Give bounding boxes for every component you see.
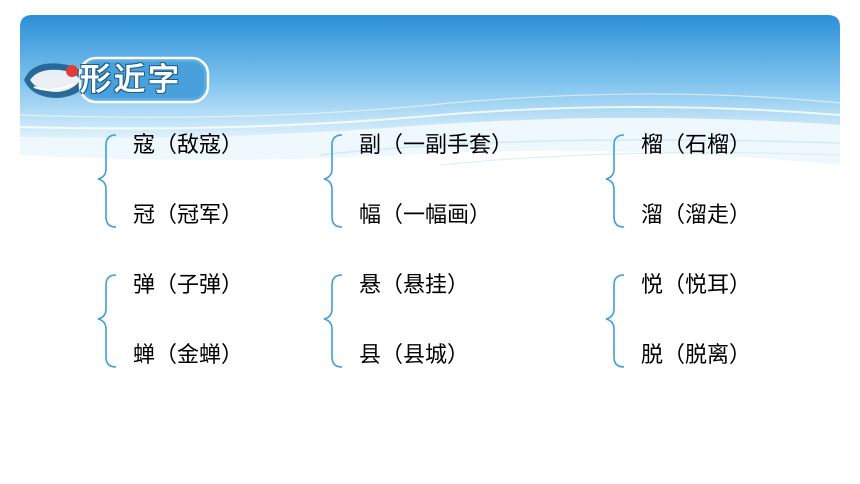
word-top: 弹（子弹） — [133, 273, 244, 298]
word-bottom: 溜（溜走） — [641, 203, 752, 228]
word-bottom: 蝉（金蝉） — [133, 343, 244, 368]
word-group: 榴（石榴） 溜（溜走） — [604, 131, 834, 231]
word-group: 寇（敌寇） 冠（冠军） — [96, 131, 326, 231]
brace-icon — [97, 134, 117, 228]
word-bottom: 脱（脱离） — [641, 343, 752, 368]
badge-decoration — [24, 56, 210, 104]
word-group: 悦（悦耳） 脱（脱离） — [604, 271, 834, 371]
word-group: 悬（悬挂） 县（县城） — [322, 271, 552, 371]
brace-icon — [605, 134, 625, 228]
word-top: 悬（悬挂） — [359, 273, 470, 298]
word-top: 寇（敌寇） — [133, 133, 244, 158]
word-top: 副（一副手套） — [359, 133, 514, 158]
page-title: 形近字 — [80, 62, 182, 98]
banner-background — [20, 15, 840, 166]
brace-icon — [605, 274, 625, 368]
word-bottom: 幅（一幅画） — [359, 203, 492, 228]
word-top: 榴（石榴） — [641, 133, 752, 158]
brace-icon — [97, 274, 117, 368]
word-bottom: 县（县城） — [359, 343, 470, 368]
brace-icon — [323, 134, 343, 228]
word-group: 副（一副手套） 幅（一幅画） — [322, 131, 552, 231]
word-top: 悦（悦耳） — [641, 273, 752, 298]
brace-icon — [323, 274, 343, 368]
word-group: 弹（子弹） 蝉（金蝉） — [96, 271, 326, 371]
word-bottom: 冠（冠军） — [133, 203, 244, 228]
